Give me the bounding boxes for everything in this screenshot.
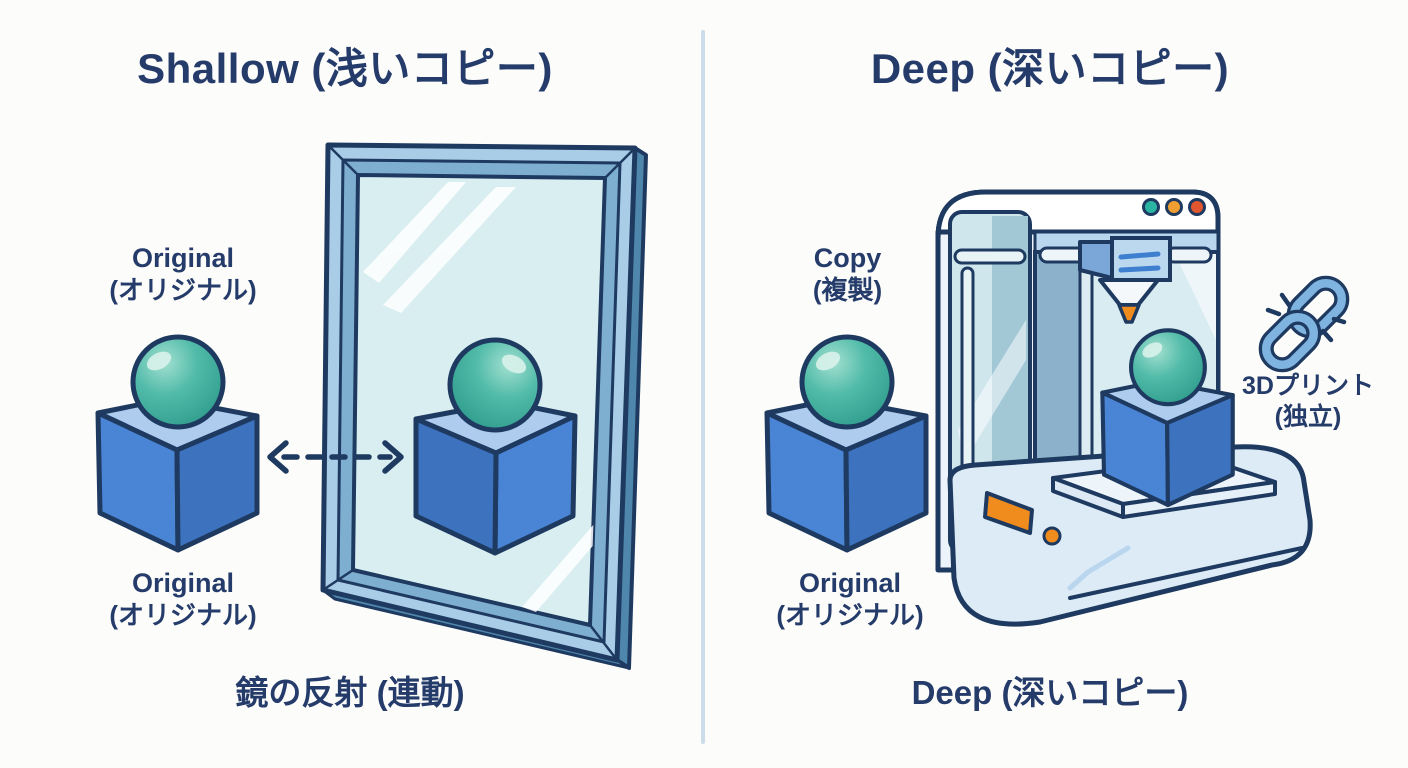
- indicator-teal: [1142, 198, 1160, 216]
- base-button: [1042, 526, 1062, 546]
- original-cube-sphere-left: [98, 337, 257, 550]
- print-independent-line1: 3Dプリント: [1242, 372, 1374, 400]
- copy-label-ja: (複製): [812, 274, 883, 305]
- original-bottom-left-en: Original: [131, 568, 234, 598]
- indicator-lights: [1142, 198, 1206, 216]
- gantry-column: [1078, 260, 1094, 470]
- print-independent-line2: (独立): [1274, 403, 1342, 432]
- broken-chain-icon: [1258, 275, 1350, 373]
- nozzle-tip: [1117, 303, 1141, 324]
- original-top-left-ja: (オリジナル): [109, 274, 257, 305]
- original-bottom-left-label: Original (オリジナル): [83, 568, 283, 631]
- original-right-en: Original: [798, 568, 901, 598]
- copy-label: Copy (複製): [760, 243, 935, 306]
- original-cube-sphere-right: [767, 337, 926, 550]
- original-bottom-left-ja: (オリジナル): [109, 599, 257, 630]
- 3d-printer: [935, 189, 1313, 627]
- glass-streaks: [363, 182, 605, 612]
- original-right-ja: (オリジナル): [776, 599, 924, 630]
- dashed-link-arrow: [267, 440, 404, 474]
- print-head: [1078, 236, 1172, 324]
- left-panel-caption: 鏡の反射 (連動): [235, 674, 465, 711]
- original-top-left-en: Original: [131, 243, 234, 273]
- right-panel-title: Deep (深いコピー): [870, 45, 1230, 92]
- print-independent-label: 3Dプリント (独立): [1218, 371, 1398, 434]
- original-top-left-label: Original (オリジナル): [83, 243, 283, 306]
- base-display: [983, 491, 1034, 535]
- left-panel-title: Shallow (浅いコピー): [137, 45, 553, 92]
- mirror: [320, 142, 648, 670]
- indicator-red: [1188, 198, 1206, 216]
- gantry-rail-right: [1165, 246, 1213, 264]
- indicator-orange: [1165, 198, 1183, 216]
- original-right-label: Original (オリジナル): [750, 568, 950, 631]
- copy-label-en: Copy: [813, 243, 882, 273]
- right-panel-caption: Deep (深いコピー): [911, 674, 1189, 711]
- break-sparks: [1265, 292, 1347, 343]
